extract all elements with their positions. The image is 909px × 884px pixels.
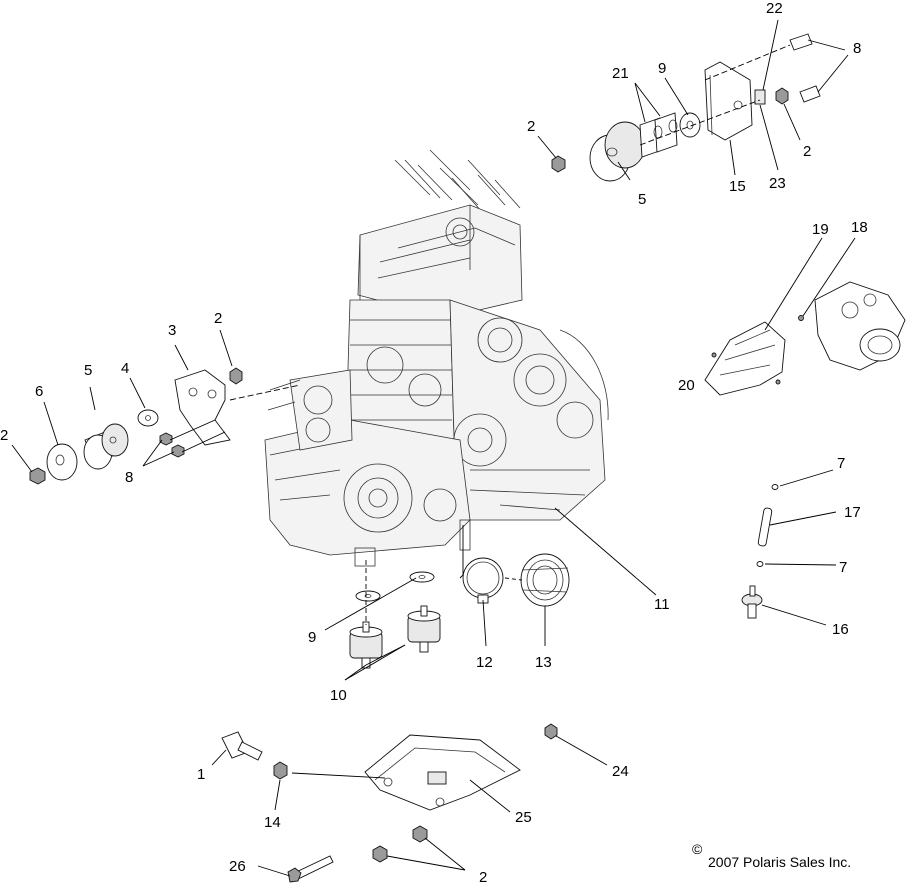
pin-part-17 xyxy=(757,507,773,547)
copyright-symbol: © xyxy=(692,841,703,857)
callout-19: 19 xyxy=(812,221,829,238)
nut-part-2 xyxy=(229,367,243,385)
boot-part-13 xyxy=(520,553,570,607)
mount-plate-group xyxy=(221,723,558,883)
callout-2: 2 xyxy=(214,310,222,327)
bolt-part-1 xyxy=(221,731,263,761)
nut-part-2 xyxy=(412,825,428,843)
callout-15: 15 xyxy=(729,178,746,195)
lower-mount-group xyxy=(344,525,570,681)
isolator-part-10 xyxy=(349,621,383,669)
pin-group xyxy=(741,484,779,619)
housing-part-19 xyxy=(814,281,906,371)
nut-part-14 xyxy=(273,761,288,780)
callout-2: 2 xyxy=(479,869,487,884)
isolator-part-5 xyxy=(83,423,129,470)
callout-labels: 2 6 5 4 3 2 8 2 5 21 9 22 8 2 23 15 19 1… xyxy=(0,0,868,884)
callout-8: 8 xyxy=(853,40,861,57)
callout-25: 25 xyxy=(515,809,532,826)
callout-1: 1 xyxy=(197,766,205,783)
washer-part-4 xyxy=(137,409,159,427)
callout-9: 9 xyxy=(658,60,666,77)
callout-8: 8 xyxy=(125,469,133,486)
callout-26: 26 xyxy=(229,858,246,875)
nut-part-2 xyxy=(29,467,46,485)
callout-23: 23 xyxy=(769,175,786,192)
callout-5: 5 xyxy=(638,191,646,208)
callout-10: 10 xyxy=(330,687,347,704)
left-engine-mount-group xyxy=(29,367,301,485)
copyright-notice: © 2007 Polaris Sales Inc. xyxy=(692,841,851,870)
callout-18: 18 xyxy=(851,219,868,236)
shims-part-21 xyxy=(639,112,678,158)
nut-part-24 xyxy=(544,723,558,740)
cover-assembly-group xyxy=(704,281,906,396)
washer-part-9 xyxy=(355,590,381,602)
isolator-part-5 xyxy=(589,121,646,182)
callout-21: 21 xyxy=(612,65,629,82)
callout-2: 2 xyxy=(527,118,535,135)
copyright-text: 2007 Polaris Sales Inc. xyxy=(708,854,851,870)
screw-part-18 xyxy=(798,315,804,321)
callout-16: 16 xyxy=(832,621,849,638)
callout-5: 5 xyxy=(84,362,92,379)
plate-part-25 xyxy=(364,734,521,811)
callout-7: 7 xyxy=(837,455,845,472)
engine-assembly xyxy=(264,149,609,567)
clamp-part-12 xyxy=(462,557,504,604)
bolt-part-26 xyxy=(287,855,334,883)
callout-20: 20 xyxy=(678,377,695,394)
nut-part-2 xyxy=(775,87,789,105)
callout-2: 2 xyxy=(803,143,811,160)
nut-part-2 xyxy=(551,155,566,173)
callout-9: 9 xyxy=(308,629,316,646)
callout-14: 14 xyxy=(264,814,281,831)
callout-17: 17 xyxy=(844,504,861,521)
callout-3: 3 xyxy=(168,322,176,339)
upper-engine-mount-group xyxy=(551,33,849,182)
pin-part-7-lower xyxy=(756,561,764,567)
callout-7: 7 xyxy=(839,559,847,576)
washer-part-6 xyxy=(46,443,78,481)
bolts-part-8 xyxy=(159,419,226,458)
washer-part-9 xyxy=(679,112,701,138)
bracket-part-15 xyxy=(704,61,753,141)
spacer-part-23 xyxy=(754,89,766,105)
bracket-part-3 xyxy=(174,369,231,446)
callout-4: 4 xyxy=(121,360,129,377)
pin-part-7-upper xyxy=(771,484,779,490)
callout-24: 24 xyxy=(612,763,629,780)
callout-12: 12 xyxy=(476,654,493,671)
bolts-part-8 xyxy=(789,33,821,103)
isolator-part-10 xyxy=(407,605,441,653)
callout-11: 11 xyxy=(654,596,670,613)
callout-22: 22 xyxy=(766,0,783,17)
stud-part-16 xyxy=(741,585,763,619)
callout-13: 13 xyxy=(535,654,552,671)
cover-part-20 xyxy=(704,321,786,396)
washer-part-9 xyxy=(409,571,435,583)
leader-lines xyxy=(11,19,856,877)
nut-part-2 xyxy=(372,845,388,863)
callout-6: 6 xyxy=(35,383,43,400)
callout-2: 2 xyxy=(0,427,8,444)
